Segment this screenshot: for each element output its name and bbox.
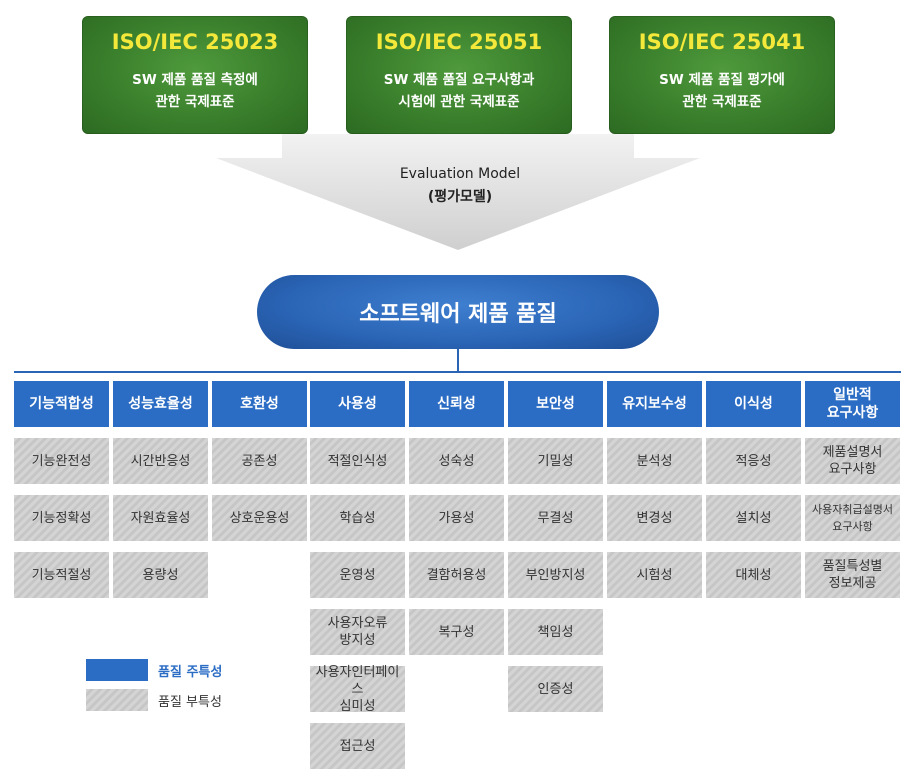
- sub-characteristic: 사용자취급설명서 요구사항: [805, 495, 900, 541]
- evaluation-model-korean: (평가모델): [427, 189, 493, 205]
- standard-title: ISO/IEC 25051: [375, 30, 543, 54]
- sub-characteristic: 학습성: [310, 495, 405, 541]
- connector-line: [14, 371, 901, 373]
- standard-desc: SW 제품 품질 요구사항과 시험에 관한 국제표준: [383, 72, 535, 110]
- standard-box-25023: ISO/IEC 25023 SW 제품 품질 측정에 관한 국제표준: [82, 16, 308, 134]
- main-characteristic: 호환성: [212, 381, 307, 427]
- sub-characteristic: 자원효율성: [113, 495, 208, 541]
- sub-characteristic: 시험성: [607, 552, 702, 598]
- sub-characteristic: 설치성: [706, 495, 801, 541]
- sub-characteristic: 제품설명서 요구사항: [805, 438, 900, 484]
- standard-desc: SW 제품 품질 평가에 관한 국제표준: [659, 72, 785, 110]
- sub-characteristic: 분석성: [607, 438, 702, 484]
- main-characteristic: 신뢰성: [409, 381, 504, 427]
- evaluation-model-label: Evaluation Model: [399, 166, 521, 182]
- sub-characteristic: 기능완전성: [14, 438, 109, 484]
- sub-characteristic: 품질특성별 정보제공: [805, 552, 900, 598]
- main-characteristic: 보안성: [508, 381, 603, 427]
- legend-secondary-swatch: [86, 689, 148, 711]
- evaluation-funnel-arrow: [216, 134, 700, 250]
- sub-characteristic: 책임성: [508, 609, 603, 655]
- software-product-quality: 소프트웨어 제품 품질: [257, 275, 659, 349]
- legend-secondary-label: 품질 부특성: [158, 695, 222, 710]
- sub-characteristic: 부인방지성: [508, 552, 603, 598]
- sub-characteristic: 성숙성: [409, 438, 504, 484]
- sub-characteristic: 공존성: [212, 438, 307, 484]
- standard-box-25041: ISO/IEC 25041 SW 제품 품질 평가에 관한 국제표준: [609, 16, 835, 134]
- sub-characteristic: 기밀성: [508, 438, 603, 484]
- sub-characteristic: 인증성: [508, 666, 603, 712]
- connector-stem: [457, 349, 459, 371]
- sub-characteristic: 복구성: [409, 609, 504, 655]
- standard-box-25051: ISO/IEC 25051 SW 제품 품질 요구사항과 시험에 관한 국제표준: [346, 16, 572, 134]
- sub-characteristic: 기능적절성: [14, 552, 109, 598]
- sub-characteristic: 결함허용성: [409, 552, 504, 598]
- standard-title: ISO/IEC 25041: [638, 30, 806, 54]
- standard-desc: SW 제품 품질 측정에 관한 국제표준: [132, 72, 258, 110]
- sub-characteristic: 용량성: [113, 552, 208, 598]
- sub-characteristic: 운영성: [310, 552, 405, 598]
- legend-primary-label: 품질 주특성: [158, 665, 223, 680]
- sub-characteristic: 시간반응성: [113, 438, 208, 484]
- sub-characteristic: 변경성: [607, 495, 702, 541]
- sub-characteristic: 가용성: [409, 495, 504, 541]
- sub-characteristic: 적절인식성: [310, 438, 405, 484]
- standard-title: ISO/IEC 25023: [111, 30, 279, 54]
- sub-characteristic: 적응성: [706, 438, 801, 484]
- sub-characteristic: 무결성: [508, 495, 603, 541]
- main-characteristic: 기능적합성: [14, 381, 109, 427]
- main-characteristic: 사용성: [310, 381, 405, 427]
- sub-characteristic: 사용자오류 방지성: [310, 609, 405, 655]
- main-characteristic: 유지보수성: [607, 381, 702, 427]
- sub-characteristic: 기능정확성: [14, 495, 109, 541]
- legend-primary-swatch: [86, 659, 148, 681]
- sub-characteristic: 상호운용성: [212, 495, 307, 541]
- main-characteristic: 이식성: [706, 381, 801, 427]
- sub-characteristic: 사용자인터페이스 심미성: [310, 665, 405, 714]
- sub-characteristic: 접근성: [310, 723, 405, 769]
- sub-characteristic: 대체성: [706, 552, 801, 598]
- main-characteristic: 성능효율성: [113, 381, 208, 427]
- main-characteristic: 일반적 요구사항: [805, 381, 900, 427]
